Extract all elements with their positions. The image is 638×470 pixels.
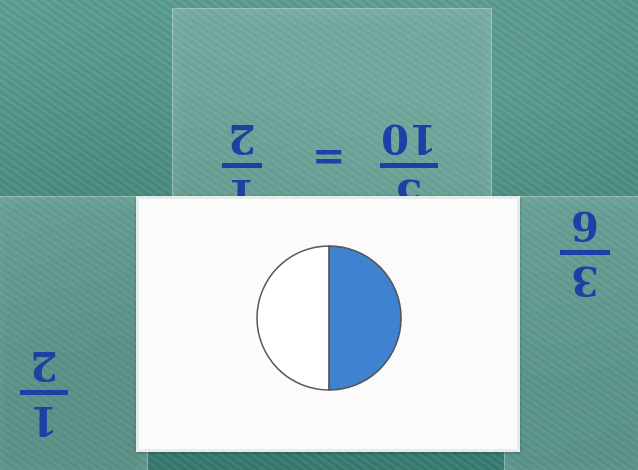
equals-sign: = (312, 137, 346, 177)
fraction-numerator: 3 (560, 260, 610, 300)
fraction-bar (20, 390, 68, 395)
fraction-bar (222, 163, 262, 168)
fraction-bar (380, 163, 438, 168)
right-fraction: 3 6 (560, 205, 610, 300)
fraction-denominator: 2 (222, 118, 262, 158)
fraction-denominator: 2 (20, 345, 68, 385)
star-center-dot (322, 93, 330, 101)
shaded-half (329, 246, 401, 390)
fraction-circle-card (136, 196, 520, 452)
half-shaded-circle (139, 199, 517, 449)
fraction-denominator: 6 (560, 205, 610, 245)
fraction-bar (560, 250, 610, 255)
fraction-denominator: 10 (380, 118, 438, 158)
left-fraction: 1 2 (20, 345, 68, 440)
fraction-numerator: 1 (20, 400, 68, 440)
